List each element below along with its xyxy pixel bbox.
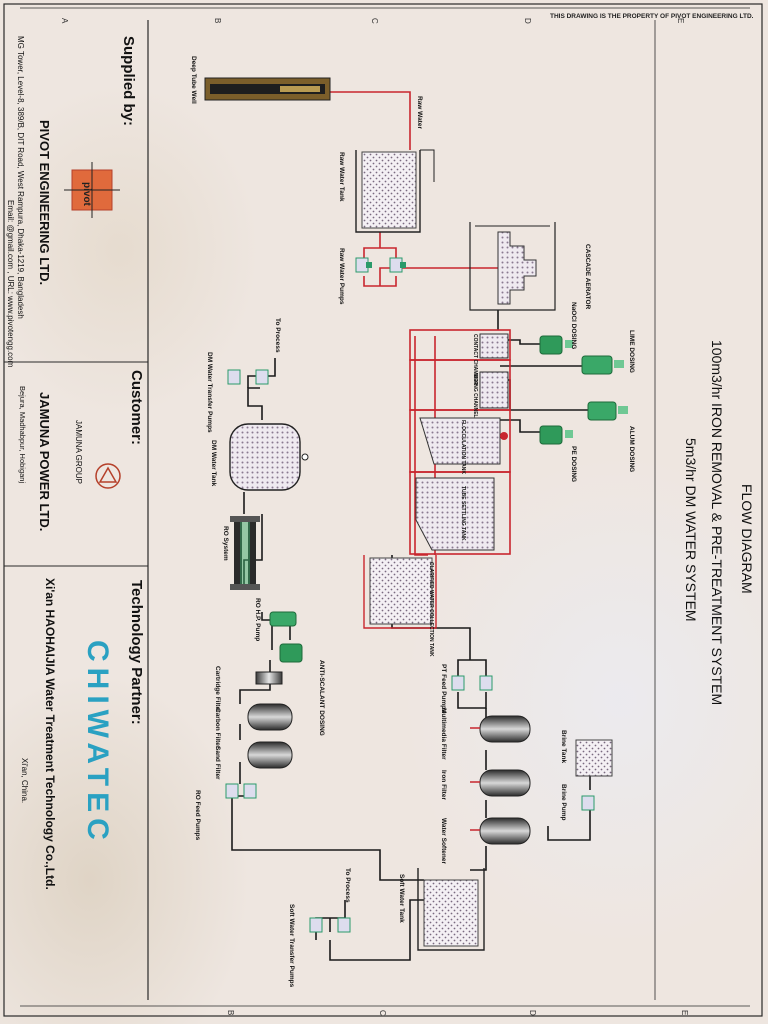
label-lime-dosing: LIME DOSING xyxy=(628,330,635,373)
label-soft-water-transfer-pumps: Soft Water Transfer Pumps xyxy=(288,904,295,988)
label-brine-pump: Brine Pump xyxy=(560,784,567,821)
partner-city: Xi'an, China. xyxy=(20,758,29,803)
label-sand-filter: Sand Filter xyxy=(214,746,221,780)
grid-letter: C xyxy=(370,18,379,24)
dm-water-tank xyxy=(229,423,309,491)
label-contact-chamber: CONTACT CHAMBER xyxy=(472,334,478,385)
grid-letter: D xyxy=(528,1010,537,1016)
technology-partner-label: Technology Partner: xyxy=(128,580,145,725)
label-soft-water-tank: Soft Water Tank xyxy=(398,874,405,923)
label-pt-feed-pumps: PT Feed Pumps xyxy=(440,664,447,713)
brine-tank xyxy=(575,739,613,811)
dosing-units xyxy=(269,335,628,663)
label-water-softener: Water Softener xyxy=(440,818,447,864)
label-alum-dosing: ALUM DOSING xyxy=(628,426,635,472)
treatment-basins xyxy=(409,329,511,555)
label-raw-water-pumps: Raw Water Pumps xyxy=(338,248,345,305)
grid-letters: A B C D E B C D E xyxy=(60,18,689,1016)
customer-name: JAMUNA POWER LTD. xyxy=(37,392,52,531)
label-naocl-dosing: NaOCl DOSING xyxy=(570,302,577,349)
label-pe-dosing: PE DOSING xyxy=(570,446,577,482)
supplier-name: PIVOT ENGINEERING LTD. xyxy=(37,120,52,285)
grid-letter: D xyxy=(523,18,532,24)
raw-water-tank xyxy=(355,149,435,233)
label-flocculation-tank: FLOCCULATION TANK xyxy=(460,420,466,474)
customer-label: Customer: xyxy=(128,370,145,445)
label-dm-to-process: To Process xyxy=(274,318,281,353)
grid-letter: E xyxy=(676,18,685,23)
label-mixing-channel: MIXING CHANNEL xyxy=(472,374,478,418)
dm-water-transfer-pumps xyxy=(227,369,269,385)
label-soft-to-process: To Process xyxy=(344,868,351,903)
raw-water-pumps xyxy=(355,257,406,273)
ro-prefilters xyxy=(247,671,293,769)
ro-system xyxy=(230,516,260,590)
label-dm-water-tank: DM Water Tank xyxy=(210,440,217,487)
label-iron-filter: Iron Filter xyxy=(440,770,447,800)
label-clarified-water-tank: CLARIFIED WATER COLLECTION TANK xyxy=(428,562,434,657)
property-notice: THIS DRAWING IS THE PROPERTY OF PIVOT EN… xyxy=(550,13,754,20)
diagram-subtitle-1: 100m3/hr IRON REMOVAL & PRE-TREATMENT SY… xyxy=(709,340,725,705)
grid-letter: C xyxy=(378,1010,387,1016)
label-carbon-filter: Carbon Filter xyxy=(214,708,221,749)
diagram-title: FLOW DIAGRAM xyxy=(739,484,755,594)
label-raw-water: Raw Water xyxy=(416,96,423,129)
label-deep-tube-well: Deep Tube Well xyxy=(190,56,197,104)
pivot-logo-lettering: pivot xyxy=(81,182,92,207)
supplier-address: MG Tower, Level-8, 389/B, DIT Road, West… xyxy=(16,36,25,319)
label-ro-hp-pump: RO H.P. Pump xyxy=(254,598,261,641)
pressure-filters xyxy=(470,715,531,845)
supplier-contact: Email: @gmail.com , URL: www.pivotengg.c… xyxy=(6,200,15,368)
label-tube-settling-tank: TUBE SETTLING TANK xyxy=(460,486,466,541)
pivot-logo: pivot xyxy=(64,162,120,218)
label-brine-tank: Brine Tank xyxy=(560,730,567,763)
customer-group: JAMUNA GROUP xyxy=(74,420,83,484)
clarified-water-tank xyxy=(363,555,437,629)
grid-letter: B xyxy=(226,1010,235,1015)
label-anti-scalant-dosing: ANTI-SCALANT DOSING xyxy=(318,660,325,736)
label-raw-water-tank: Raw Water Tank xyxy=(338,152,345,202)
grid-letter: A xyxy=(60,18,69,24)
jamuna-logo xyxy=(95,463,121,489)
supplied-by-label: Supplied by: xyxy=(120,36,137,126)
soft-water-transfer-pumps xyxy=(309,917,351,933)
outer-frame xyxy=(3,3,763,1017)
pt-feed-pumps xyxy=(451,675,493,691)
label-ro-feed-pumps: RO Feed Pumps xyxy=(194,790,201,841)
grid-letter: E xyxy=(680,1010,689,1015)
partner-logo-text: CHIWATEC xyxy=(81,640,114,846)
label-cartridge-filter: Cartridge Filter xyxy=(214,666,221,713)
customer-address: Bejura, Madhabpur, Hobiganj xyxy=(18,386,27,483)
label-dm-water-transfer-pumps: DM Water Transfer Pumps xyxy=(206,352,213,433)
label-ro-system: RO System xyxy=(222,526,229,561)
deep-tube-well xyxy=(204,77,331,101)
grid-letter: B xyxy=(213,18,222,23)
cascade-aerator xyxy=(469,222,556,311)
partner-name: Xi'an HAOHAIJIA Water Treatment Technolo… xyxy=(43,578,57,890)
diagram-subtitle-2: 5m3/hr DM WATER SYSTEM xyxy=(683,438,699,622)
ro-feed-pumps xyxy=(225,783,257,799)
soft-water-tank xyxy=(417,868,485,951)
label-multimedia-filter: Multimedia Filter xyxy=(440,708,447,760)
label-cascade-aerator: CASCADE AERATOR xyxy=(584,244,591,310)
